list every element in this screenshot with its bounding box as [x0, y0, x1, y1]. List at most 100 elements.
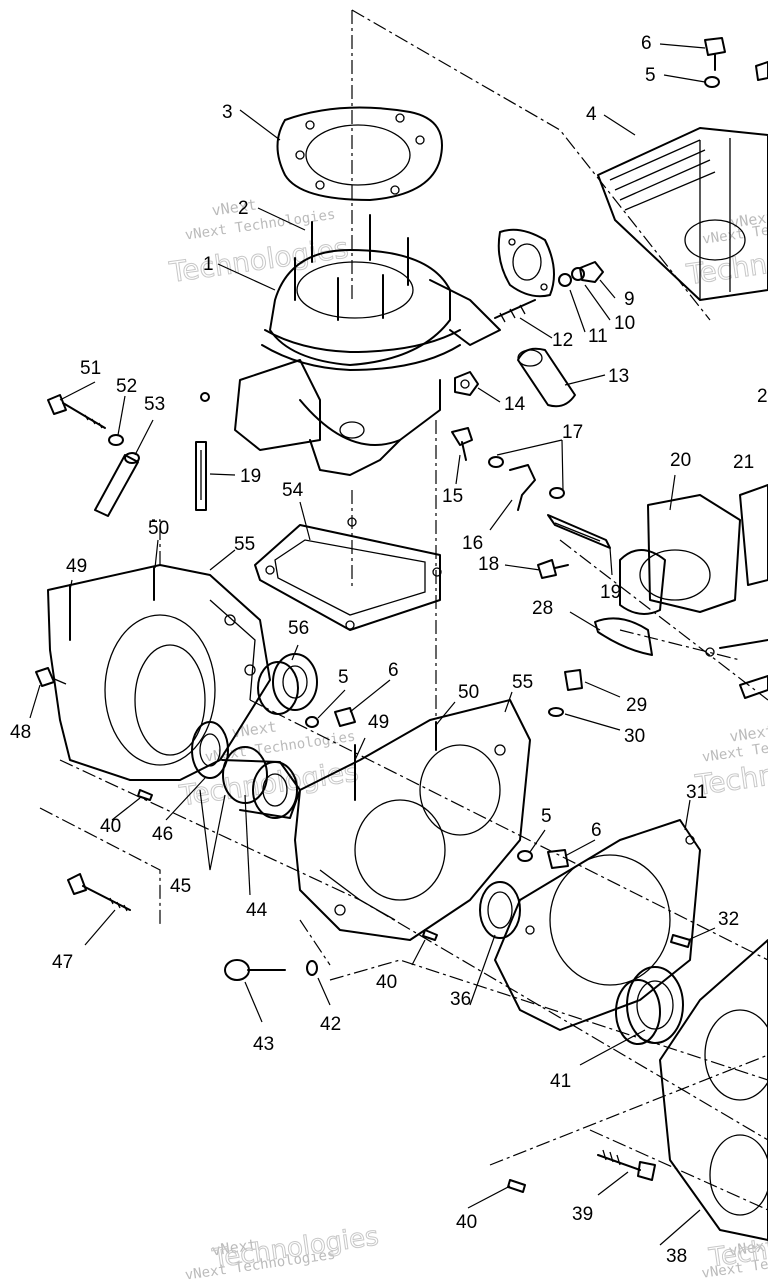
- part-number-43: 43: [253, 1034, 274, 1055]
- crankcase-left: [47, 564, 271, 801]
- plug: [35, 667, 67, 687]
- part-number-47: 47: [52, 952, 73, 973]
- part-number-21: 21: [733, 452, 754, 473]
- dowel-pin: [507, 1179, 526, 1193]
- stud: [494, 299, 536, 323]
- part-number-6: 6: [591, 820, 602, 841]
- watermark: vNext vNext Technologies Technologies: [683, 208, 768, 292]
- bolt: [537, 559, 569, 579]
- watermark-line3: Technologies: [707, 1221, 768, 1274]
- part-number-44: 44: [246, 900, 268, 921]
- bolt: [597, 1149, 656, 1181]
- part-number-10: 10: [614, 313, 635, 334]
- long-bolt: [47, 394, 124, 446]
- crankcase-gasket: [494, 819, 701, 1031]
- drain-plug: [548, 669, 583, 717]
- reed-plate: [739, 484, 768, 586]
- part-number-9: 9: [624, 289, 635, 310]
- part-number-19: 19: [240, 466, 261, 487]
- watermark: vNext vNext Technologies Technologies: [176, 717, 361, 812]
- part-number-18: 18: [478, 554, 499, 575]
- watermark-line1: vNext: [231, 717, 278, 741]
- watermark-line1: vNext: [211, 195, 258, 219]
- part-number-40: 40: [100, 816, 121, 837]
- part-number-54: 54: [282, 480, 304, 501]
- part-number-30: 30: [624, 726, 645, 747]
- crankcase-cover: [659, 939, 768, 1241]
- part-number-3: 3: [222, 102, 233, 123]
- cylinder-head: [597, 127, 768, 301]
- crankshaft-seal: [191, 721, 229, 779]
- part-number-56: 56: [288, 618, 309, 639]
- part-number-51: 51: [80, 358, 101, 379]
- part-number-48: 48: [10, 722, 31, 743]
- part-number-52: 52: [116, 376, 137, 397]
- part-number-32: 32: [718, 909, 739, 930]
- part-number-4: 4: [586, 104, 597, 125]
- part-number-31: 31: [686, 782, 707, 803]
- cylinder: [200, 214, 501, 476]
- part-number-6: 6: [641, 33, 652, 54]
- part-number-1: 1: [203, 254, 214, 275]
- watermark-layer: vNext vNext Technologies Technologies vN…: [166, 195, 768, 1280]
- part-number-40: 40: [456, 1212, 477, 1233]
- part-number-38: 38: [666, 1246, 687, 1267]
- part-number-28: 28: [532, 598, 553, 619]
- breather: [224, 959, 318, 981]
- part-number-49: 49: [66, 556, 87, 577]
- part-number-6: 6: [388, 660, 399, 681]
- washer-nut-set: [558, 261, 604, 287]
- part-number-17: 17: [562, 422, 583, 443]
- head-gasket: [276, 106, 443, 201]
- hose-clamp: [195, 441, 207, 511]
- part-number-53: 53: [144, 394, 165, 415]
- part-number-49: 49: [368, 712, 389, 733]
- fitting-assembly: [488, 456, 565, 511]
- part-number-20: 20: [670, 450, 691, 471]
- part-number-12: 12: [552, 330, 573, 351]
- head-bolt: [704, 37, 768, 88]
- watermark: vNext vNext Technologies Technologies: [701, 1220, 768, 1280]
- washer-bolt: [517, 849, 569, 869]
- part-number-13: 13: [608, 366, 629, 387]
- part-number-5: 5: [338, 667, 349, 688]
- part-number-41: 41: [550, 1071, 571, 1092]
- part-number-39: 39: [572, 1204, 593, 1225]
- part-number-15: 15: [442, 486, 463, 507]
- part-number-19: 19: [600, 582, 621, 603]
- part-number-5: 5: [645, 65, 656, 86]
- dowel-pin: [670, 934, 691, 948]
- exhaust-flange-gasket: [497, 228, 555, 298]
- intake-boot: [619, 494, 741, 615]
- part-number-14: 14: [504, 394, 526, 415]
- reed-valve: [594, 617, 653, 656]
- part-number-55: 55: [234, 534, 255, 555]
- spacer: [94, 452, 140, 517]
- bolt: [451, 427, 473, 461]
- part-number-50: 50: [458, 682, 479, 703]
- crankcase-right: [294, 699, 531, 941]
- part-number-29: 29: [626, 695, 647, 716]
- part-number-50: 50: [148, 518, 169, 539]
- washer-bolt: [305, 707, 356, 728]
- nut: [454, 371, 479, 396]
- watermark: vNext vNext Technologies Technologies: [166, 195, 351, 289]
- hose-clamp: [547, 514, 611, 549]
- part-number-2: 2: [238, 198, 249, 219]
- part-number-55: 55: [512, 672, 533, 693]
- elbow-fitting: [517, 347, 576, 408]
- part-number-46: 46: [152, 824, 173, 845]
- part-number-45: 45: [170, 876, 191, 897]
- part-number-42: 42: [320, 1014, 341, 1035]
- oil-seal: [479, 881, 521, 939]
- part-number-16: 16: [462, 533, 483, 554]
- leader-lines: [29, 43, 716, 1246]
- part-number-5: 5: [541, 806, 552, 827]
- callout-labels: 3 2 1 4 6 5 9 10 11 12 13 14 15 16 17 18…: [10, 33, 768, 1267]
- part-number-2: 2: [757, 386, 768, 407]
- hose: [705, 639, 768, 699]
- bearing: [615, 966, 684, 1045]
- part-number-36: 36: [450, 989, 471, 1010]
- part-number-11: 11: [588, 326, 608, 347]
